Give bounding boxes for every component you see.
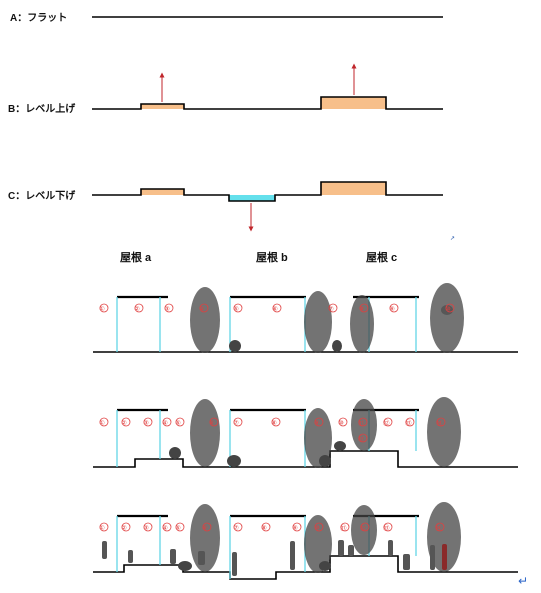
lowered-profile: [92, 181, 443, 202]
svg-text:⑧: ⑧: [271, 419, 277, 427]
svg-text:⑫: ⑫: [383, 419, 390, 427]
svg-text:①: ①: [99, 305, 105, 313]
label-a-flat: A：フラット: [10, 12, 67, 24]
raised-profile: [92, 96, 443, 110]
svg-text:②: ②: [121, 524, 127, 532]
person-icon: [128, 550, 133, 563]
svg-text:⑧: ⑧: [359, 305, 365, 313]
svg-text:④: ④: [162, 419, 168, 427]
svg-text:⑪: ⑪: [358, 419, 365, 427]
label-c-level-down: C：レベル下げ: [8, 189, 76, 202]
svg-text:②: ②: [121, 419, 127, 427]
svg-text:⑤: ⑤: [233, 305, 239, 313]
tree-icon: [190, 399, 220, 467]
raised-block-a: [141, 104, 184, 109]
person-icon: [338, 540, 344, 556]
person-icon: [290, 541, 295, 570]
tree-icon: [304, 408, 332, 468]
tree-icon: [190, 504, 220, 572]
svg-text:③: ③: [143, 419, 149, 427]
tree-icon: [304, 515, 332, 573]
section-level-down: [93, 502, 518, 580]
tree-icon: [351, 399, 377, 451]
svg-text:②: ②: [134, 305, 140, 313]
svg-text:④: ④: [162, 524, 168, 532]
svg-text:⑧: ⑧: [261, 524, 267, 532]
shrub-icon: [178, 561, 192, 571]
small-mark-icon: ↗: [450, 235, 455, 242]
person-icon: [430, 545, 435, 570]
shrub-icon: [319, 561, 331, 571]
svg-text:⑩: ⑩: [445, 305, 451, 313]
svg-text:⑬: ⑬: [405, 419, 412, 427]
shrub-icon: [319, 455, 331, 467]
raised-block-a: [141, 189, 184, 195]
tree-icon: [430, 283, 464, 353]
tree-icon: [190, 287, 220, 353]
svg-text:⑤: ⑤: [175, 524, 181, 532]
label-b-level-up: B：レベル上げ: [8, 102, 76, 115]
person-icon: [198, 551, 205, 565]
person-icon: [388, 540, 393, 556]
return-mark-icon: ↵: [518, 574, 528, 588]
svg-text:⑫: ⑫: [360, 524, 367, 532]
svg-text:⑦: ⑦: [328, 305, 334, 313]
tree-icon: [350, 295, 374, 353]
markers-level-up: ① ② ③ ④ ⑤ ⑥ ⑦ ⑧ ⑨ ⑩ ⑪ ⑫ ⑬ ⑭ ⑬: [99, 417, 446, 443]
svg-text:①: ①: [99, 419, 105, 427]
roof-label-c: 屋根 c: [366, 250, 397, 264]
raised-block-c: [321, 97, 386, 109]
svg-text:①: ①: [99, 524, 105, 532]
section-level-up: [93, 397, 518, 468]
svg-text:⑬: ⑬: [383, 524, 390, 532]
tree-icon: [427, 397, 461, 467]
svg-text:④: ④: [199, 305, 205, 313]
svg-text:⑥: ⑥: [202, 524, 208, 532]
shrub-icon: [332, 340, 342, 352]
svg-text:③: ③: [164, 305, 170, 313]
svg-text:③: ③: [143, 524, 149, 532]
svg-text:⑥: ⑥: [209, 419, 215, 427]
person-icon: [403, 554, 410, 570]
tree-icon: [427, 502, 461, 572]
person-icon: [232, 552, 237, 576]
person-icon: [442, 544, 447, 570]
tree-icon: [351, 505, 377, 555]
shrub-icon: [169, 447, 181, 459]
roof-label-a: 屋根 a: [120, 250, 152, 264]
tree-icon: [304, 291, 332, 353]
svg-text:⑪: ⑪: [340, 524, 347, 532]
svg-text:⑥: ⑥: [272, 305, 278, 313]
svg-text:⑨: ⑨: [314, 419, 320, 427]
shrub-icon: [229, 340, 241, 352]
svg-text:⑤: ⑤: [175, 419, 181, 427]
markers-flat: ① ② ③ ④ ⑤ ⑥ ⑦ ⑧ ⑨ ⑩: [99, 303, 455, 313]
lowered-block-b: [229, 195, 275, 201]
roof-label-b: 屋根 b: [256, 250, 288, 264]
svg-text:⑩: ⑩: [338, 419, 344, 427]
svg-text:⑨: ⑨: [292, 524, 298, 532]
svg-text:⑬: ⑬: [358, 435, 365, 443]
svg-text:⑦: ⑦: [233, 419, 239, 427]
person-icon: [348, 545, 354, 556]
markers-level-down: ① ② ③ ④ ⑤ ⑥ ⑦ ⑧ ⑨ ⑩ ⑪ ⑫ ⑬ ⑭: [99, 522, 445, 532]
svg-text:⑭: ⑭: [436, 419, 443, 427]
shrub-icon: [227, 455, 241, 467]
svg-text:⑦: ⑦: [233, 524, 239, 532]
svg-text:⑨: ⑨: [389, 305, 395, 313]
raised-block-c: [321, 182, 386, 195]
shrub-icon: [334, 441, 346, 451]
person-icon: [102, 541, 107, 559]
svg-text:⑩: ⑩: [314, 524, 320, 532]
section-flat: [93, 283, 518, 353]
svg-text:⑭: ⑭: [435, 524, 442, 532]
person-icon: [170, 549, 176, 564]
